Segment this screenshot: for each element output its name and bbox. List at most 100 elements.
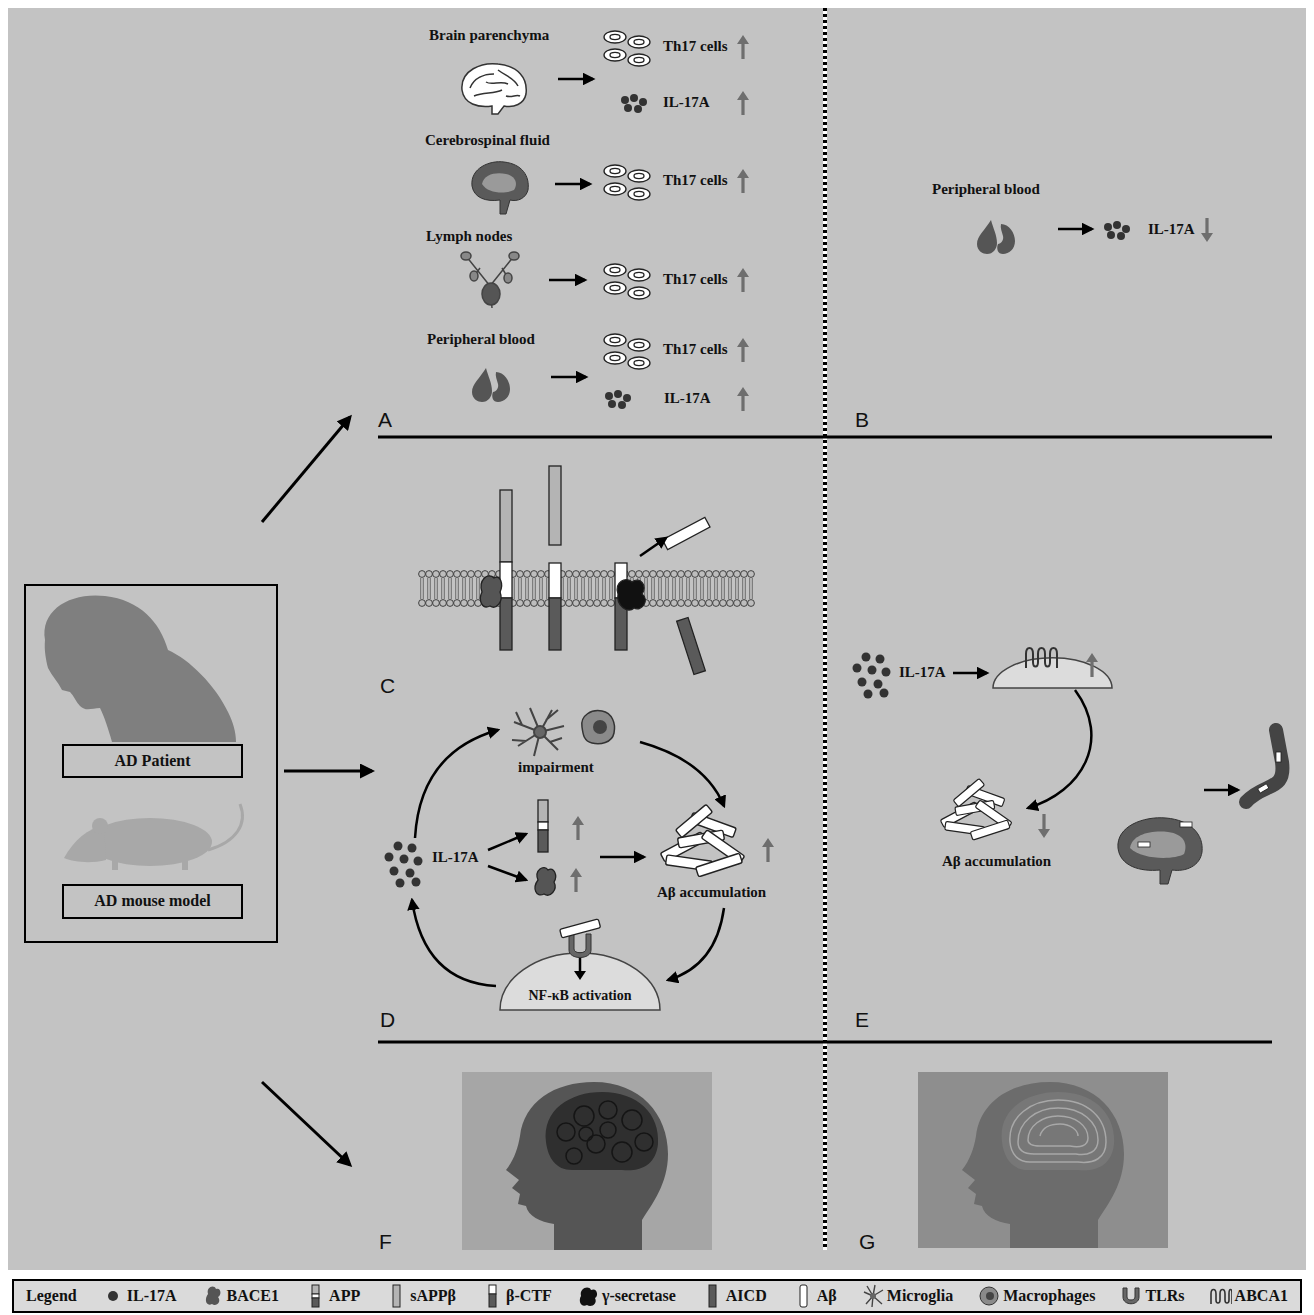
blood-vessel [1276, 752, 1281, 762]
panel-divider [823, 8, 827, 1250]
cell-membrane [533, 578, 536, 599]
figure-art [1104, 221, 1130, 240]
legend-item: AICD [701, 1284, 767, 1308]
cell-membrane [734, 571, 741, 578]
app-processing [538, 800, 548, 822]
ad-brain-illustration [546, 1092, 659, 1170]
panel-letter: D [380, 1008, 395, 1032]
cell-membrane [601, 571, 608, 578]
cell-membrane [748, 571, 755, 578]
figure-art [570, 868, 582, 892]
cell-membrane [603, 578, 606, 599]
cell-membrane [419, 600, 426, 607]
ad-brain-illustration [462, 1072, 712, 1250]
legend-symbol [312, 1294, 319, 1298]
cell-membrane [657, 600, 664, 607]
legend-text: IL-17A [127, 1287, 177, 1305]
cell-membrane [433, 571, 440, 578]
figure-art [604, 31, 650, 66]
node-text: AD mouse model [94, 892, 210, 910]
cell-membrane [657, 571, 664, 578]
cell-membrane [743, 578, 746, 599]
legend-item: ABCA1 [1210, 1284, 1288, 1308]
cell-membrane [433, 600, 440, 607]
cell-membrane [720, 600, 727, 607]
legend-text: TLRs [1145, 1287, 1184, 1305]
cell-membrane [643, 571, 650, 578]
figure-art [385, 842, 423, 888]
flow-arrow [668, 908, 724, 980]
legend-item: Aβ [792, 1284, 837, 1308]
lymph-node-icon [509, 252, 519, 260]
legend-item: TLRs [1120, 1284, 1184, 1308]
legend-symbol [709, 1285, 716, 1307]
ad-brain-illustration [557, 1101, 653, 1164]
flow-arrow [415, 730, 498, 838]
legend-text: BACE1 [227, 1287, 279, 1305]
cell-membrane [568, 578, 571, 599]
ad-brain-illustration [599, 1101, 617, 1119]
legend-symbol [792, 1284, 814, 1308]
legend-text: Aβ [817, 1287, 837, 1305]
cell-membrane [440, 571, 447, 578]
ad-brain-illustration [506, 1082, 668, 1250]
cell-membrane [678, 600, 685, 607]
legend-symbol [1123, 1288, 1139, 1304]
cell-membrane [428, 578, 431, 599]
legend-item: BACE1 [202, 1284, 279, 1308]
ad-brain-illustration [587, 1135, 605, 1153]
legend-symbol [108, 1291, 118, 1301]
cell-membrane [650, 571, 657, 578]
cell-membrane [687, 578, 690, 599]
cell-membrane [447, 571, 454, 578]
legend-symbol [312, 1298, 319, 1307]
abeta-fibril [560, 919, 601, 938]
node-text: AD Patient [115, 752, 191, 770]
app-processing [549, 563, 561, 598]
figure-art [572, 816, 584, 840]
figure-art [660, 804, 744, 877]
figure-art [1038, 814, 1050, 838]
brain-sagittal [1138, 842, 1150, 847]
cell-membrane [580, 600, 587, 607]
cell-membrane [426, 600, 433, 607]
cell-membrane [650, 600, 657, 607]
flow-arrow [412, 730, 724, 986]
cell-membrane [636, 571, 643, 578]
legend-item: β-CTF [481, 1284, 552, 1308]
cell-membrane [594, 571, 601, 578]
panel-letter: F [379, 1230, 392, 1254]
cell-membrane [594, 600, 601, 607]
cell-membrane [519, 578, 522, 599]
ad-brain-illustration [622, 1110, 642, 1130]
app-processing [538, 822, 548, 830]
cell-membrane [699, 571, 706, 578]
cytokine-label: IL-17A [899, 664, 946, 681]
cell-membrane [706, 571, 713, 578]
legend-text: Macrophages [1003, 1287, 1095, 1305]
legend-symbol [205, 1287, 220, 1305]
legend-text: AICD [726, 1287, 767, 1305]
cell-membrane [713, 571, 720, 578]
cell-membrane [629, 571, 636, 578]
cell-membrane [454, 600, 461, 607]
app-processing [500, 562, 512, 598]
figure-art [853, 653, 891, 699]
cell-membrane [461, 600, 468, 607]
lymph-node-icon [482, 283, 500, 305]
figure-art [604, 264, 650, 299]
mouse-silhouette [92, 818, 108, 834]
app-processing [640, 538, 666, 556]
figure-art [940, 778, 1012, 840]
macrophage-icon [593, 720, 607, 734]
cell-membrane [470, 578, 473, 599]
cell-membrane [701, 578, 704, 599]
cell-membrane [645, 578, 648, 599]
panel-arrow [262, 417, 372, 1165]
cell-membrane [580, 571, 587, 578]
cell-membrane [685, 571, 692, 578]
legend-symbol [489, 1285, 496, 1294]
cell-membrane [659, 578, 662, 599]
blood-vessel [1246, 730, 1282, 802]
